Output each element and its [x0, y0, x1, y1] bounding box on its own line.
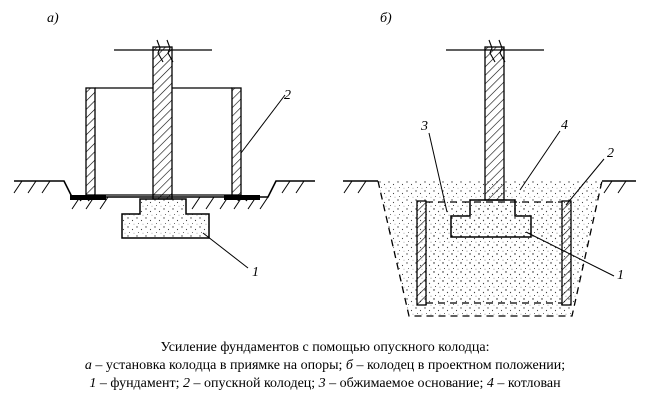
caption-line-2: а – установка колодца в приямке на опоры… — [0, 357, 650, 374]
caption-segment: 1 — [89, 376, 97, 391]
leader-3-b — [428, 132, 448, 213]
panel-a: а) — [13, 11, 315, 280]
support-right-a — [224, 195, 260, 200]
panel-b: б) 3 — [343, 11, 636, 317]
caption-segment: 2 — [182, 376, 190, 391]
caption-segment: б — [345, 358, 353, 373]
support-left-a — [70, 195, 106, 200]
callout-1-b: 1 — [617, 268, 624, 283]
caption-title: Усиление фундаментов с помощью опускного… — [160, 340, 490, 355]
ground-hatch-b — [343, 180, 627, 194]
leader-4-b — [519, 130, 561, 191]
foundation-a — [121, 198, 210, 239]
callout-2-a: 2 — [284, 88, 291, 103]
caption-segment: а — [84, 358, 92, 373]
caption-segment: – обжимаемое основание; — [325, 376, 487, 391]
caption-segment: – котлован — [493, 376, 561, 391]
foundation-diagram: а) — [13, 11, 636, 317]
caption-segment: – установка колодца в приямке на опоры; — [91, 358, 346, 373]
panel-a-label: а) — [47, 11, 59, 26]
foundation-b — [450, 199, 532, 238]
caption-segment: 3 — [318, 376, 326, 391]
caisson-walls-a — [79, 87, 248, 202]
callout-2-b: 2 — [607, 146, 614, 161]
column-a — [114, 39, 212, 200]
caption-line-3: 1 – фундамент; 2 – опускной колодец; 3 –… — [0, 375, 650, 392]
caption-segment: – колодец в проектном положении; — [352, 358, 566, 373]
callout-3-b: 3 — [420, 119, 428, 134]
leader-1-b — [525, 231, 615, 277]
caisson-walls-b — [416, 200, 572, 306]
panel-b-label: б) — [380, 11, 392, 26]
callout-1-a: 1 — [252, 265, 259, 280]
leader-1-a — [202, 232, 249, 269]
caption-segment: 4 — [486, 376, 494, 391]
leader-2-b — [565, 158, 605, 206]
callout-4-b: 4 — [561, 118, 568, 133]
caption-segment: – фундамент; — [96, 376, 183, 391]
leader-2-a — [240, 94, 286, 154]
caption-segment: – опускной колодец; — [189, 376, 319, 391]
